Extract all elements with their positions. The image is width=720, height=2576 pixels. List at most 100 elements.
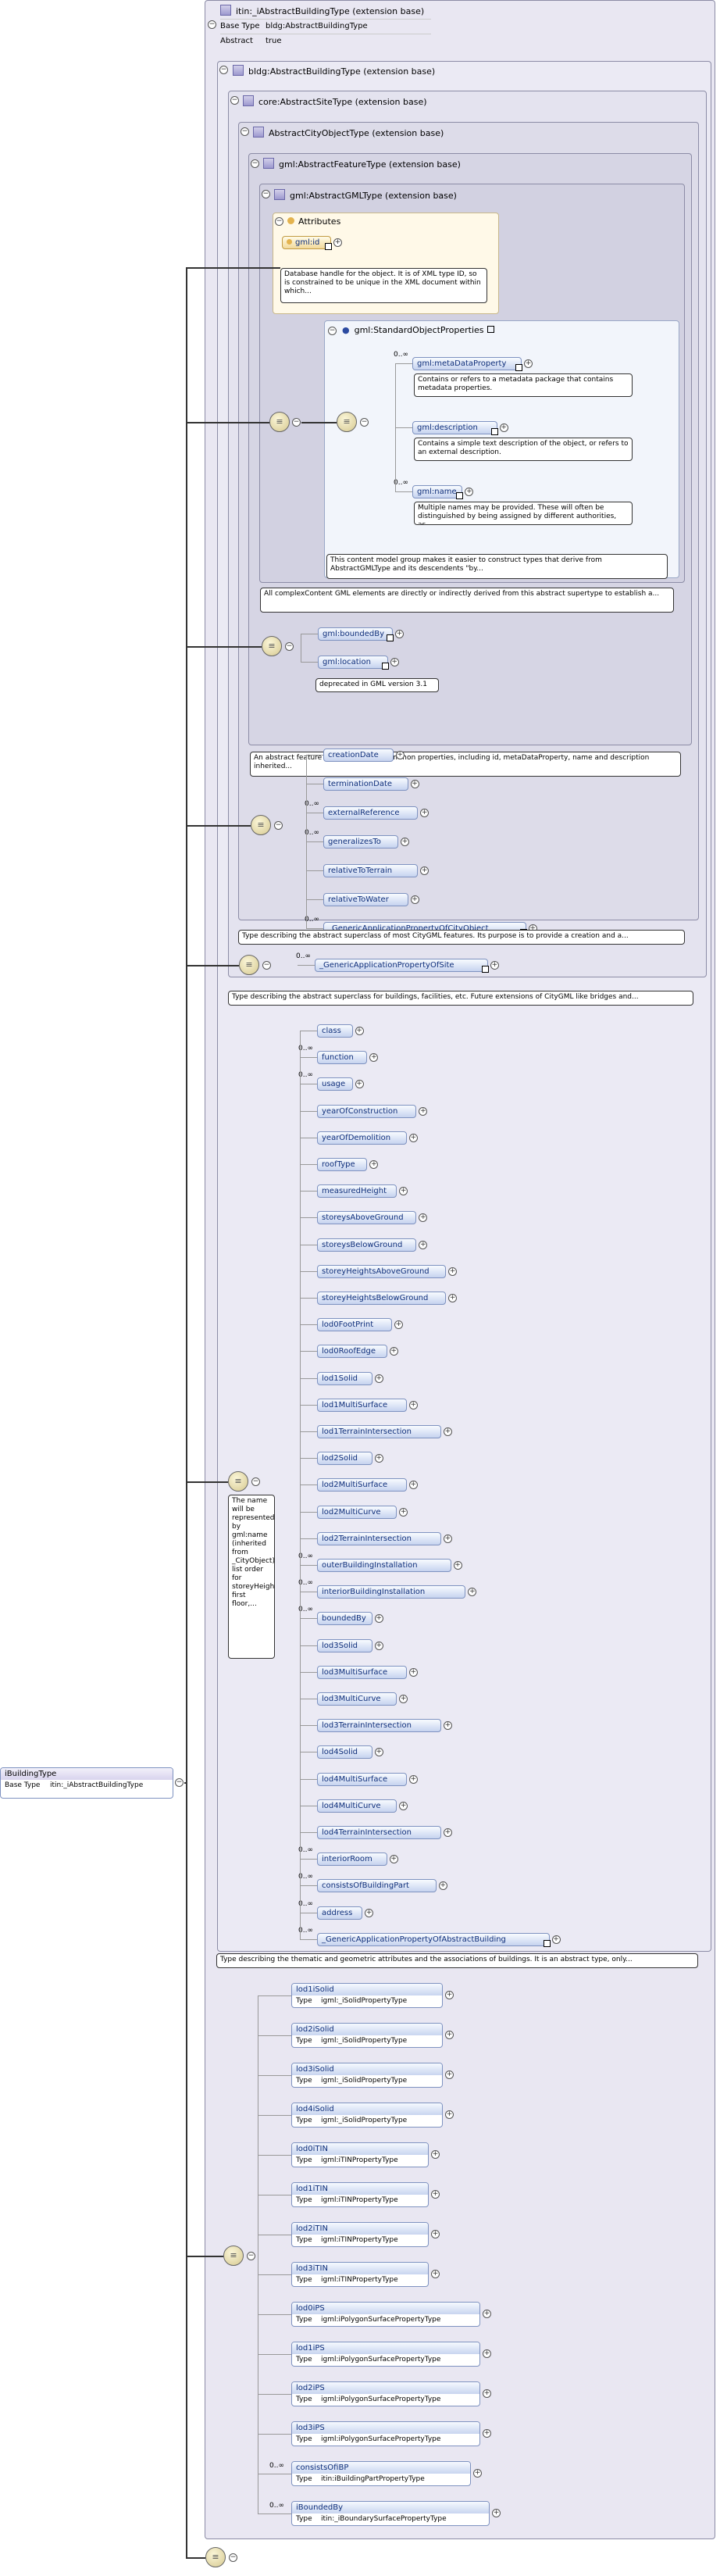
element-bldg_items-19[interactable]: lod2TerrainIntersection bbox=[317, 1531, 441, 1545]
element-sop_items-2[interactable]: gml:name bbox=[412, 485, 464, 499]
element-bldg_items-3[interactable]: yearOfConstruction bbox=[317, 1104, 417, 1118]
expand-toggle[interactable]: + bbox=[431, 2230, 440, 2238]
expand-toggle[interactable]: + bbox=[420, 809, 430, 817]
expand-toggle[interactable]: + bbox=[524, 359, 533, 368]
element-bldg_items-22[interactable]: boundedBy bbox=[317, 1612, 372, 1626]
collapse-toggle[interactable]: − bbox=[262, 190, 270, 198]
gml-id-attribute[interactable]: gml:id bbox=[282, 236, 332, 250]
collapse-toggle[interactable]: − bbox=[229, 2553, 237, 2562]
expand-toggle[interactable]: + bbox=[355, 1027, 364, 1035]
expand-toggle[interactable]: + bbox=[473, 2469, 482, 2478]
collapse-toggle[interactable]: − bbox=[328, 327, 337, 335]
element-bldg_items-5[interactable]: roofType bbox=[317, 1158, 368, 1171]
element-bldg_items-23[interactable]: lod3Solid bbox=[317, 1638, 372, 1652]
sequence-compositor-feature[interactable]: ≡ bbox=[262, 636, 282, 656]
expand-toggle[interactable]: + bbox=[399, 1695, 408, 1703]
expand-toggle[interactable]: + bbox=[389, 1855, 398, 1864]
expand-toggle[interactable]: + bbox=[483, 2310, 491, 2318]
expand-toggle[interactable]: + bbox=[420, 866, 430, 875]
element-bldg_items-29[interactable]: lod4MultiCurve bbox=[317, 1799, 397, 1813]
expand-toggle[interactable]: + bbox=[374, 1748, 383, 1757]
expand-toggle[interactable]: + bbox=[394, 1320, 403, 1330]
collapse-toggle[interactable]: − bbox=[241, 127, 249, 136]
expand-toggle[interactable]: + bbox=[399, 1801, 408, 1810]
element-bldg_items-8[interactable]: storeysBelowGround bbox=[317, 1238, 417, 1252]
expand-toggle[interactable]: + bbox=[448, 1294, 458, 1302]
expand-toggle[interactable]: + bbox=[399, 1187, 408, 1196]
expand-toggle[interactable]: + bbox=[431, 2270, 440, 2278]
expand-toggle[interactable]: + bbox=[355, 1080, 364, 1089]
expand-toggle[interactable]: + bbox=[438, 1881, 447, 1891]
collapse-toggle[interactable]: − bbox=[275, 217, 283, 226]
expand-toggle[interactable]: + bbox=[419, 1106, 428, 1116]
expand-toggle[interactable]: + bbox=[445, 2070, 454, 2079]
expand-toggle[interactable]: + bbox=[445, 1991, 454, 1999]
collapse-toggle[interactable]: − bbox=[251, 159, 259, 168]
collapse-toggle[interactable]: − bbox=[285, 642, 294, 651]
element-bldg_items-14[interactable]: lod1MultiSurface bbox=[317, 1398, 407, 1412]
element-bldg_items-21[interactable]: interiorBuildingInstallation bbox=[317, 1585, 466, 1599]
element-site_items-0[interactable]: _GenericApplicationPropertyOfSite bbox=[315, 959, 489, 973]
element-bldg_items-12[interactable]: lod0RoofEdge bbox=[317, 1345, 387, 1359]
element-bldg_items-20[interactable]: outerBuildingInstallation bbox=[317, 1559, 451, 1572]
element-feature_items-0[interactable]: gml:boundedBy bbox=[318, 627, 394, 641]
element-bldg_items-0[interactable]: class bbox=[317, 1024, 353, 1038]
sequence-compositor-sop[interactable]: ≡ bbox=[269, 412, 290, 432]
sequence-compositor-city[interactable]: ≡ bbox=[251, 815, 271, 835]
expand-toggle[interactable]: + bbox=[394, 630, 404, 638]
element-bldg_items-2[interactable]: usage bbox=[317, 1077, 353, 1091]
element-city_items-2[interactable]: externalReference bbox=[323, 806, 419, 820]
expand-toggle[interactable]: + bbox=[551, 1935, 561, 1944]
element-bldg_items-31[interactable]: interiorRoom bbox=[317, 1853, 387, 1867]
expand-toggle[interactable]: + bbox=[374, 1374, 383, 1383]
expand-toggle[interactable]: + bbox=[369, 1160, 379, 1169]
expand-toggle[interactable]: + bbox=[369, 1053, 379, 1063]
expand-toggle[interactable]: + bbox=[410, 895, 419, 904]
expand-toggle[interactable]: + bbox=[419, 1213, 428, 1223]
expand-toggle[interactable]: + bbox=[483, 2349, 491, 2358]
expand-toggle[interactable]: + bbox=[419, 1240, 428, 1249]
collapse-toggle[interactable]: − bbox=[247, 2252, 255, 2260]
element-sop_items-1[interactable]: gml:description bbox=[412, 421, 497, 435]
sequence-compositor-bldg[interactable]: ≡ bbox=[228, 1471, 248, 1492]
element-bldg_items-16[interactable]: lod2Solid bbox=[317, 1452, 372, 1466]
collapse-toggle[interactable]: − bbox=[251, 1477, 260, 1486]
element-bldg_items-7[interactable]: storeysAboveGround bbox=[317, 1211, 417, 1225]
collapse-toggle[interactable]: − bbox=[208, 20, 216, 29]
expand-toggle[interactable]: + bbox=[400, 838, 409, 846]
expand-toggle[interactable]: + bbox=[408, 1481, 418, 1490]
expand-toggle[interactable]: + bbox=[431, 2190, 440, 2199]
element-city_items-3[interactable]: generalizesTo bbox=[323, 835, 398, 849]
expand-toggle[interactable]: + bbox=[374, 1641, 383, 1650]
expand-toggle[interactable]: + bbox=[431, 2150, 440, 2159]
element-bldg_items-9[interactable]: storeyHeightsAboveGround bbox=[317, 1264, 447, 1278]
element-bldg_items-32[interactable]: consistsOfBuildingPart bbox=[317, 1879, 437, 1893]
expand-toggle[interactable]: + bbox=[483, 2429, 491, 2438]
expand-toggle[interactable]: + bbox=[468, 1588, 477, 1597]
element-city_items-0[interactable]: creationDate bbox=[323, 749, 394, 762]
element-bldg_items-26[interactable]: lod3TerrainIntersection bbox=[317, 1719, 441, 1733]
collapse-toggle[interactable]: − bbox=[262, 961, 271, 970]
element-city_items-4[interactable]: relativeToTerrain bbox=[323, 864, 419, 877]
expand-toggle[interactable]: + bbox=[365, 1908, 374, 1917]
expand-toggle[interactable]: + bbox=[492, 2509, 501, 2517]
element-bldg_items-13[interactable]: lod1Solid bbox=[317, 1371, 372, 1385]
expand-toggle[interactable]: + bbox=[374, 1454, 383, 1463]
expand-toggle[interactable]: + bbox=[445, 2031, 454, 2039]
expand-toggle[interactable]: + bbox=[408, 1400, 418, 1409]
expand-toggle[interactable]: + bbox=[408, 1774, 418, 1784]
element-bldg_items-4[interactable]: yearOfDemolition bbox=[317, 1131, 407, 1145]
element-bldg_items-18[interactable]: lod2MultiCurve bbox=[317, 1505, 397, 1519]
expand-toggle[interactable]: + bbox=[410, 780, 419, 788]
element-bldg_items-33[interactable]: address bbox=[317, 1906, 363, 1920]
sequence-compositor-sop-inner[interactable]: ≡ bbox=[337, 412, 357, 432]
expand-toggle[interactable]: + bbox=[443, 1534, 452, 1543]
expand-toggle[interactable]: + bbox=[483, 2389, 491, 2398]
